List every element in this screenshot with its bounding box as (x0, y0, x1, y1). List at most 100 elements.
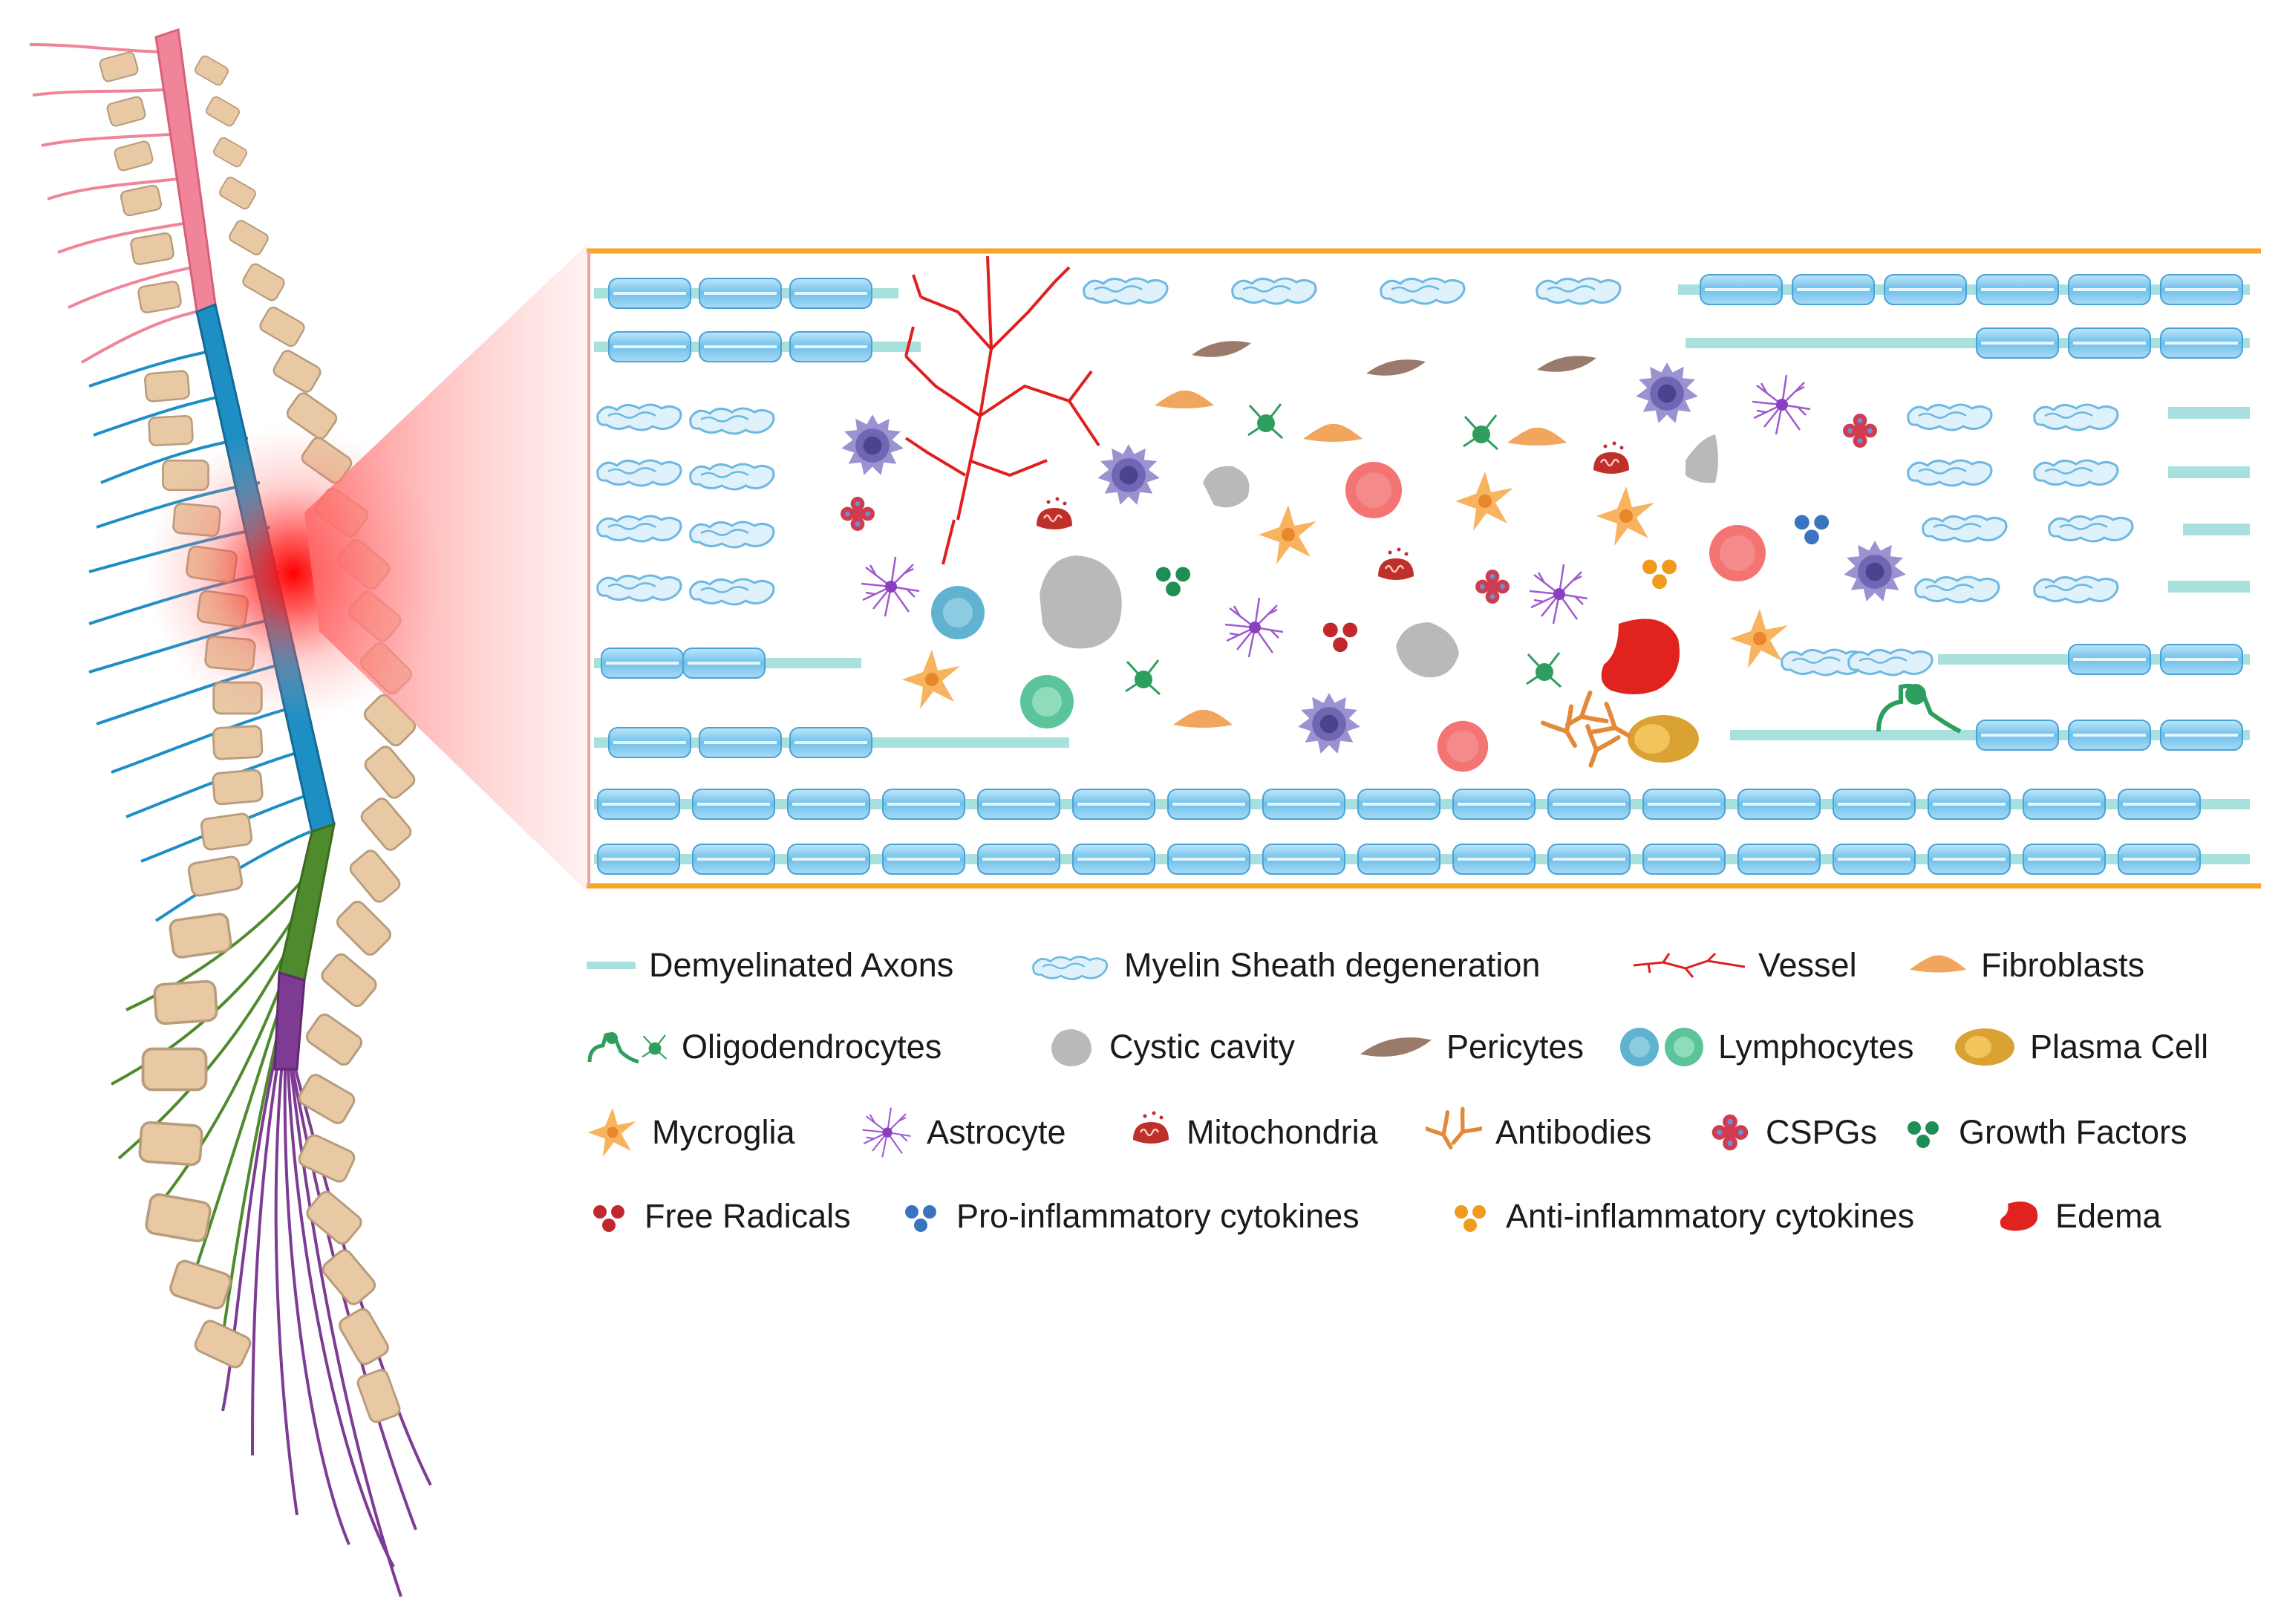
myelin-segment (881, 788, 966, 821)
pericyte-icon (1360, 1037, 1432, 1057)
legend-label: Mitochondria (1187, 1113, 1378, 1151)
myelin-segment (1452, 788, 1536, 821)
legend-item-mitochondria: Mitochondria (1129, 1099, 1378, 1166)
myelin-segment (1927, 843, 2011, 875)
myelinated-axons-top-left (594, 277, 921, 363)
myelin-segment (1642, 843, 1726, 875)
legend-item-pro-inflammatory: Pro-inflammatory cytokines (898, 1183, 1360, 1250)
myelin-segment (881, 843, 966, 875)
edema-icon (2000, 1201, 2038, 1231)
oligodendrocyte-cells (1124, 402, 1962, 734)
legend-item-free-radicals: Free Radicals (587, 1183, 851, 1250)
legend-item-cspgs: CSPGs (1708, 1099, 1877, 1166)
myelin-segment (1547, 788, 1631, 821)
myelin-segment (1737, 788, 1821, 821)
legend-item-anti-inflammatory: Anti-inflammatory cytokines (1448, 1183, 1914, 1250)
myelin-segment (1737, 843, 1821, 875)
cystic-cavity-icon (1051, 1029, 1091, 1066)
myelin-segment (1262, 843, 1346, 875)
legend-item-fibroblasts: Fibroblasts (1908, 932, 2144, 999)
fibroblast-icon (1909, 955, 1967, 973)
legend-label: Mycroglia (652, 1113, 795, 1151)
myelin-segment (1071, 843, 1156, 875)
cervical-nerves (29, 43, 197, 364)
myelinated-axons-bottom (594, 643, 2250, 759)
zoom-cone (304, 245, 587, 891)
myelin-segment (2117, 788, 2202, 821)
microglia-icon (587, 1107, 636, 1158)
sacral-nerves (221, 1039, 432, 1597)
axon-line-icon (587, 962, 636, 969)
legend-item-astrocyte: Astrocyte (861, 1099, 1066, 1166)
myelin-segment (976, 788, 1061, 821)
legend-item-plasma-cell: Plasma Cell (1953, 1014, 2208, 1080)
myelin-segment (1832, 843, 1916, 875)
myelinated-axons-top-right (1678, 273, 2250, 359)
legend-label: Myelin Sheath degeneration (1124, 946, 1541, 984)
legend-item-vessel: Vessel (1634, 932, 1857, 999)
legend-item-cystic-cavity: Cystic cavity (1047, 1014, 1295, 1080)
myelin-segment (976, 843, 1061, 875)
myelin-segment (2022, 788, 2107, 821)
sacral-segment (273, 971, 306, 1071)
myelin-segment (2117, 843, 2202, 875)
lumbar-segment (278, 822, 336, 982)
legend-label: Antibodies (1495, 1113, 1652, 1151)
myelin-segment (1071, 788, 1156, 821)
myelin-segment (786, 788, 871, 821)
legend-item-demyelinated-axons: Demyelinated Axons (587, 932, 953, 999)
legend-label: CSPGs (1766, 1113, 1878, 1151)
pro-inflammatory-icon (905, 1205, 936, 1232)
lymphocyte-cells (931, 586, 1074, 728)
antibody-icon (1426, 1106, 1482, 1158)
myelin-segment (1357, 843, 1441, 875)
myelin-segment (1452, 843, 1536, 875)
legend-label: Vessel (1758, 946, 1857, 984)
legend-item-lymphocytes: Lymphocytes (1619, 1014, 1913, 1080)
myelin-segment (596, 843, 681, 875)
myelin-degeneration-right (1781, 403, 2250, 676)
legend-item-microglia: Mycroglia (587, 1099, 795, 1166)
legend-label: Demyelinated Axons (649, 946, 954, 984)
legend-label: Fibroblasts (1981, 946, 2145, 984)
growth-factor-icon (1908, 1121, 1939, 1148)
myelin-segment (1357, 788, 1441, 821)
myelin-segment (1262, 788, 1346, 821)
myelin-segment (691, 788, 776, 821)
myelin-segment (1166, 788, 1251, 821)
plasma-cell (1628, 715, 1699, 763)
myelin-segment (1166, 843, 1251, 875)
myelin-segment (786, 843, 871, 875)
anti-inflammatory-icon (1455, 1205, 1486, 1232)
vessel-icon (1634, 952, 1745, 978)
legend-label: Cystic cavity (1109, 1028, 1296, 1066)
legend-item-oligodendrocytes: Oligodendrocytes (587, 1014, 942, 1080)
legend-label: Anti-inflammatory cytokines (1506, 1197, 1915, 1235)
legend-item-antibodies: Antibodies (1426, 1099, 1651, 1166)
myelin-segment (691, 843, 776, 875)
myelin-segment (596, 788, 681, 821)
spine-illustration (29, 28, 442, 1597)
legend-item-myelin-degeneration: Myelin Sheath degeneration (1032, 932, 1540, 999)
cspg-icon (1711, 1114, 1749, 1151)
legend-label: Growth Factors (1959, 1113, 2187, 1151)
plasma-cell-icon (1955, 1028, 2014, 1066)
myelin-segment (1832, 788, 1916, 821)
legend-label: Astrocyte (927, 1113, 1066, 1151)
myelin-degeneration-icon (1032, 956, 1109, 980)
oligodendrocyte-icon (587, 1032, 668, 1064)
myelin-segment (2022, 843, 2107, 875)
legend-label: Free Radicals (645, 1197, 851, 1235)
astrocyte-icon (861, 1106, 912, 1158)
legend-item-growth-factors: Growth Factors (1901, 1099, 2187, 1166)
cystic-cavities (1040, 434, 1718, 678)
legend-label: Oligodendrocytes (682, 1028, 942, 1066)
free-radical-icon (593, 1205, 624, 1232)
blood-vessel (904, 255, 1100, 565)
myelin-segment (1642, 788, 1726, 821)
mitochondria-icon (1132, 1110, 1170, 1145)
legend-label: Edema (2055, 1197, 2161, 1235)
lymphocyte-icon (1620, 1028, 1703, 1066)
myelin-segment (1547, 843, 1631, 875)
